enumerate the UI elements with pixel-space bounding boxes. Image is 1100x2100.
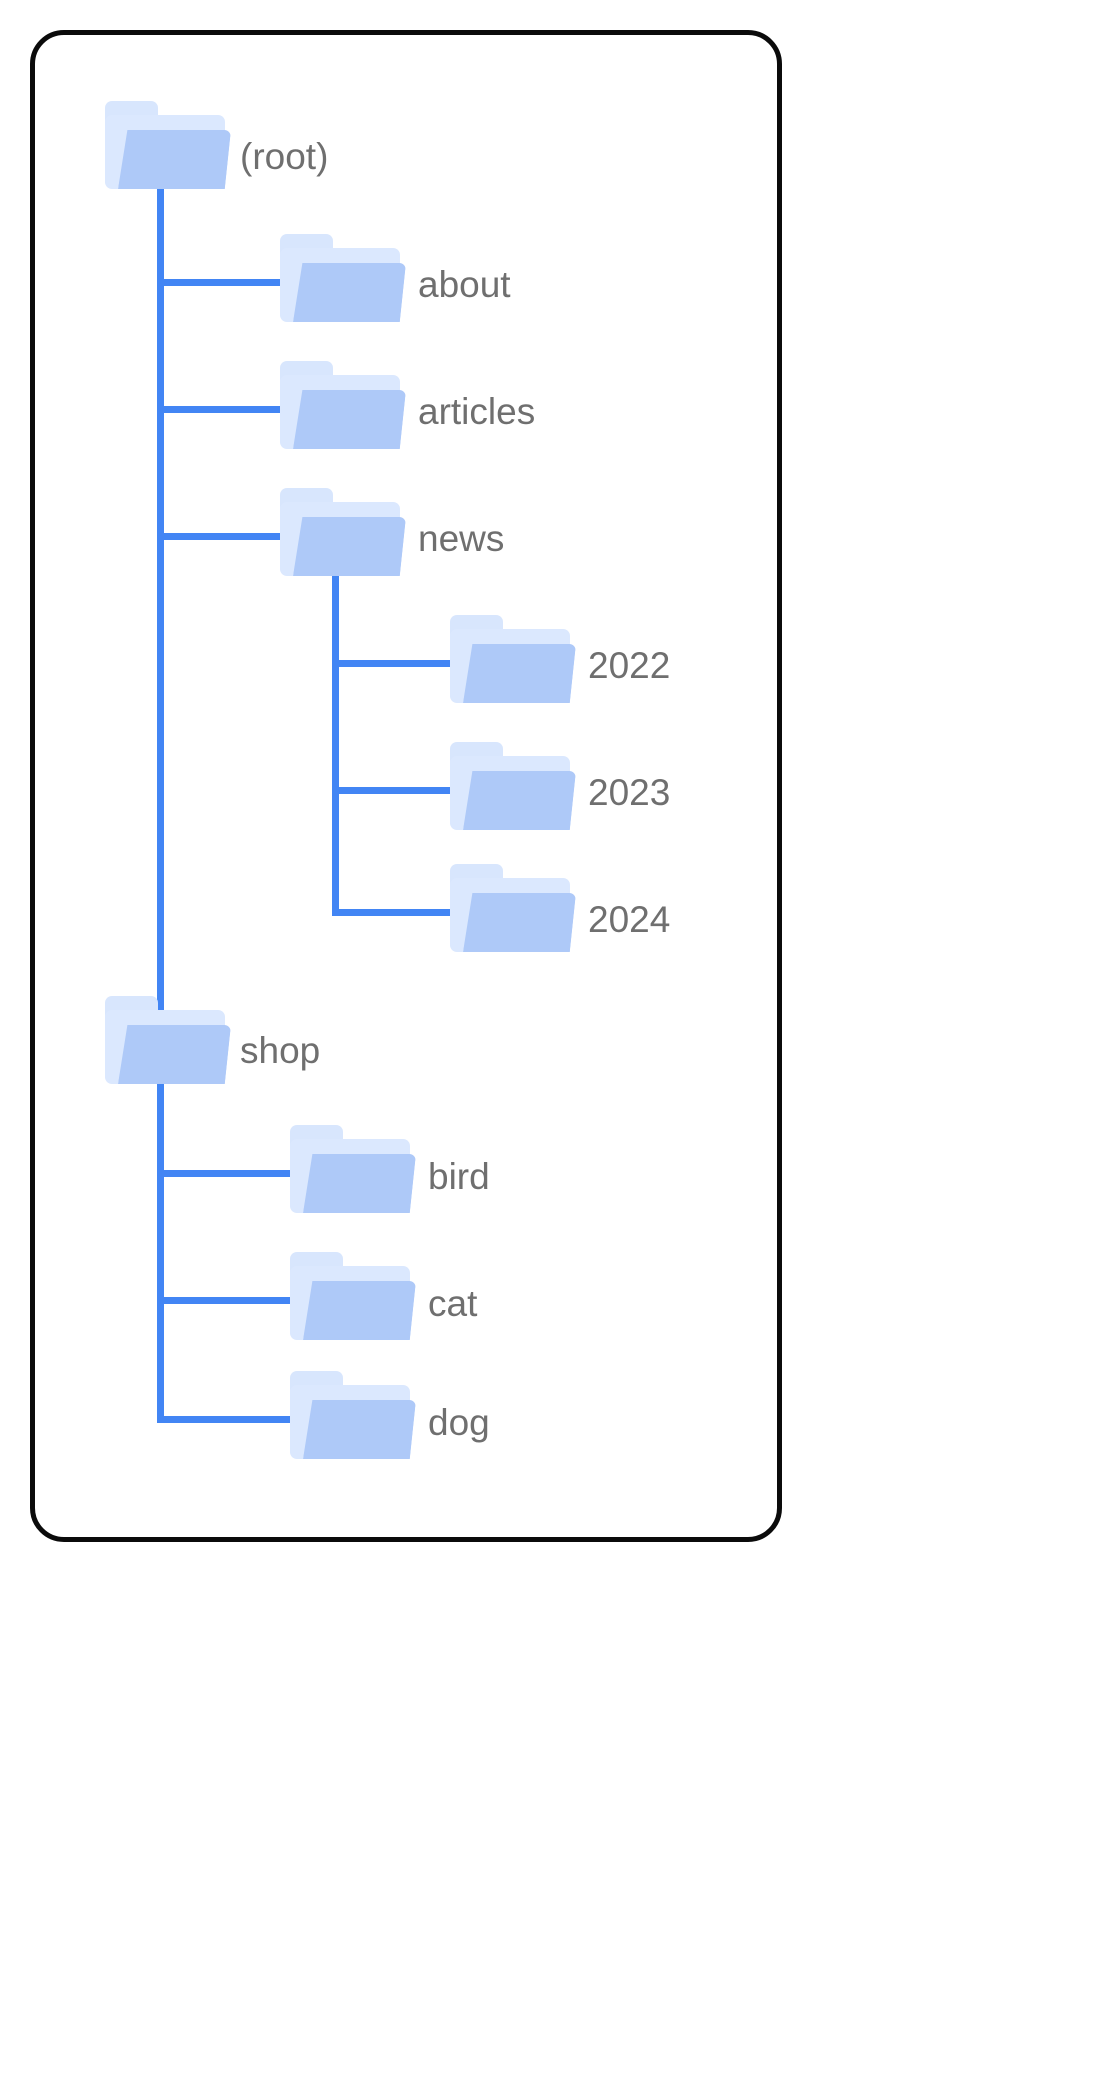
node-label-2022: 2022: [588, 645, 671, 686]
connector-shop-bird: [157, 1170, 294, 1177]
folder-front-shape: [463, 893, 576, 952]
folder-front-shape: [303, 1154, 416, 1213]
node-label-news: news: [418, 518, 505, 559]
connector-news-2022: [332, 660, 454, 667]
connector-shop-dog: [157, 1416, 294, 1423]
folder-front-shape: [293, 517, 406, 576]
connector-root-about: [157, 279, 284, 286]
folder-front-shape: [463, 644, 576, 703]
folder-front-shape: [303, 1400, 416, 1459]
folder-front-shape: [293, 263, 406, 322]
node-label-dog: dog: [428, 1402, 490, 1443]
folder-icon[interactable]: [280, 488, 400, 576]
folder-front-shape: [303, 1281, 416, 1340]
diagram-card: (root) about articles news 2022: [30, 30, 782, 1542]
folder-icon[interactable]: [290, 1252, 410, 1340]
connector-root-news: [157, 533, 284, 540]
node-label-bird: bird: [428, 1156, 490, 1197]
connector-root-spine: [157, 183, 164, 1423]
connector-news-2023: [332, 787, 454, 794]
node-label-2023: 2023: [588, 772, 671, 813]
folder-front-shape: [118, 130, 231, 189]
node-label-articles: articles: [418, 391, 536, 432]
connector-shop-cat: [157, 1297, 294, 1304]
folder-front-shape: [118, 1025, 231, 1084]
node-label-cat: cat: [428, 1283, 478, 1324]
folder-icon[interactable]: [290, 1371, 410, 1459]
folder-front-shape: [463, 771, 576, 830]
folder-icon[interactable]: [280, 234, 400, 322]
connector-news-2024: [332, 909, 454, 916]
connector-news-spine: [332, 563, 339, 915]
folder-icon[interactable]: [450, 615, 570, 703]
node-label-about: about: [418, 264, 511, 305]
connector-root-articles: [157, 406, 284, 413]
folder-icon[interactable]: [105, 996, 225, 1084]
node-label-root: (root): [240, 136, 329, 177]
folder-icon[interactable]: [450, 864, 570, 952]
folder-front-shape: [293, 390, 406, 449]
folder-icon[interactable]: [290, 1125, 410, 1213]
folder-icon[interactable]: [280, 361, 400, 449]
node-label-2024: 2024: [588, 899, 671, 940]
node-label-shop: shop: [240, 1030, 321, 1071]
folder-icon[interactable]: [105, 101, 225, 189]
connector-shop-spine: [157, 1055, 164, 1423]
folder-icon[interactable]: [450, 742, 570, 830]
